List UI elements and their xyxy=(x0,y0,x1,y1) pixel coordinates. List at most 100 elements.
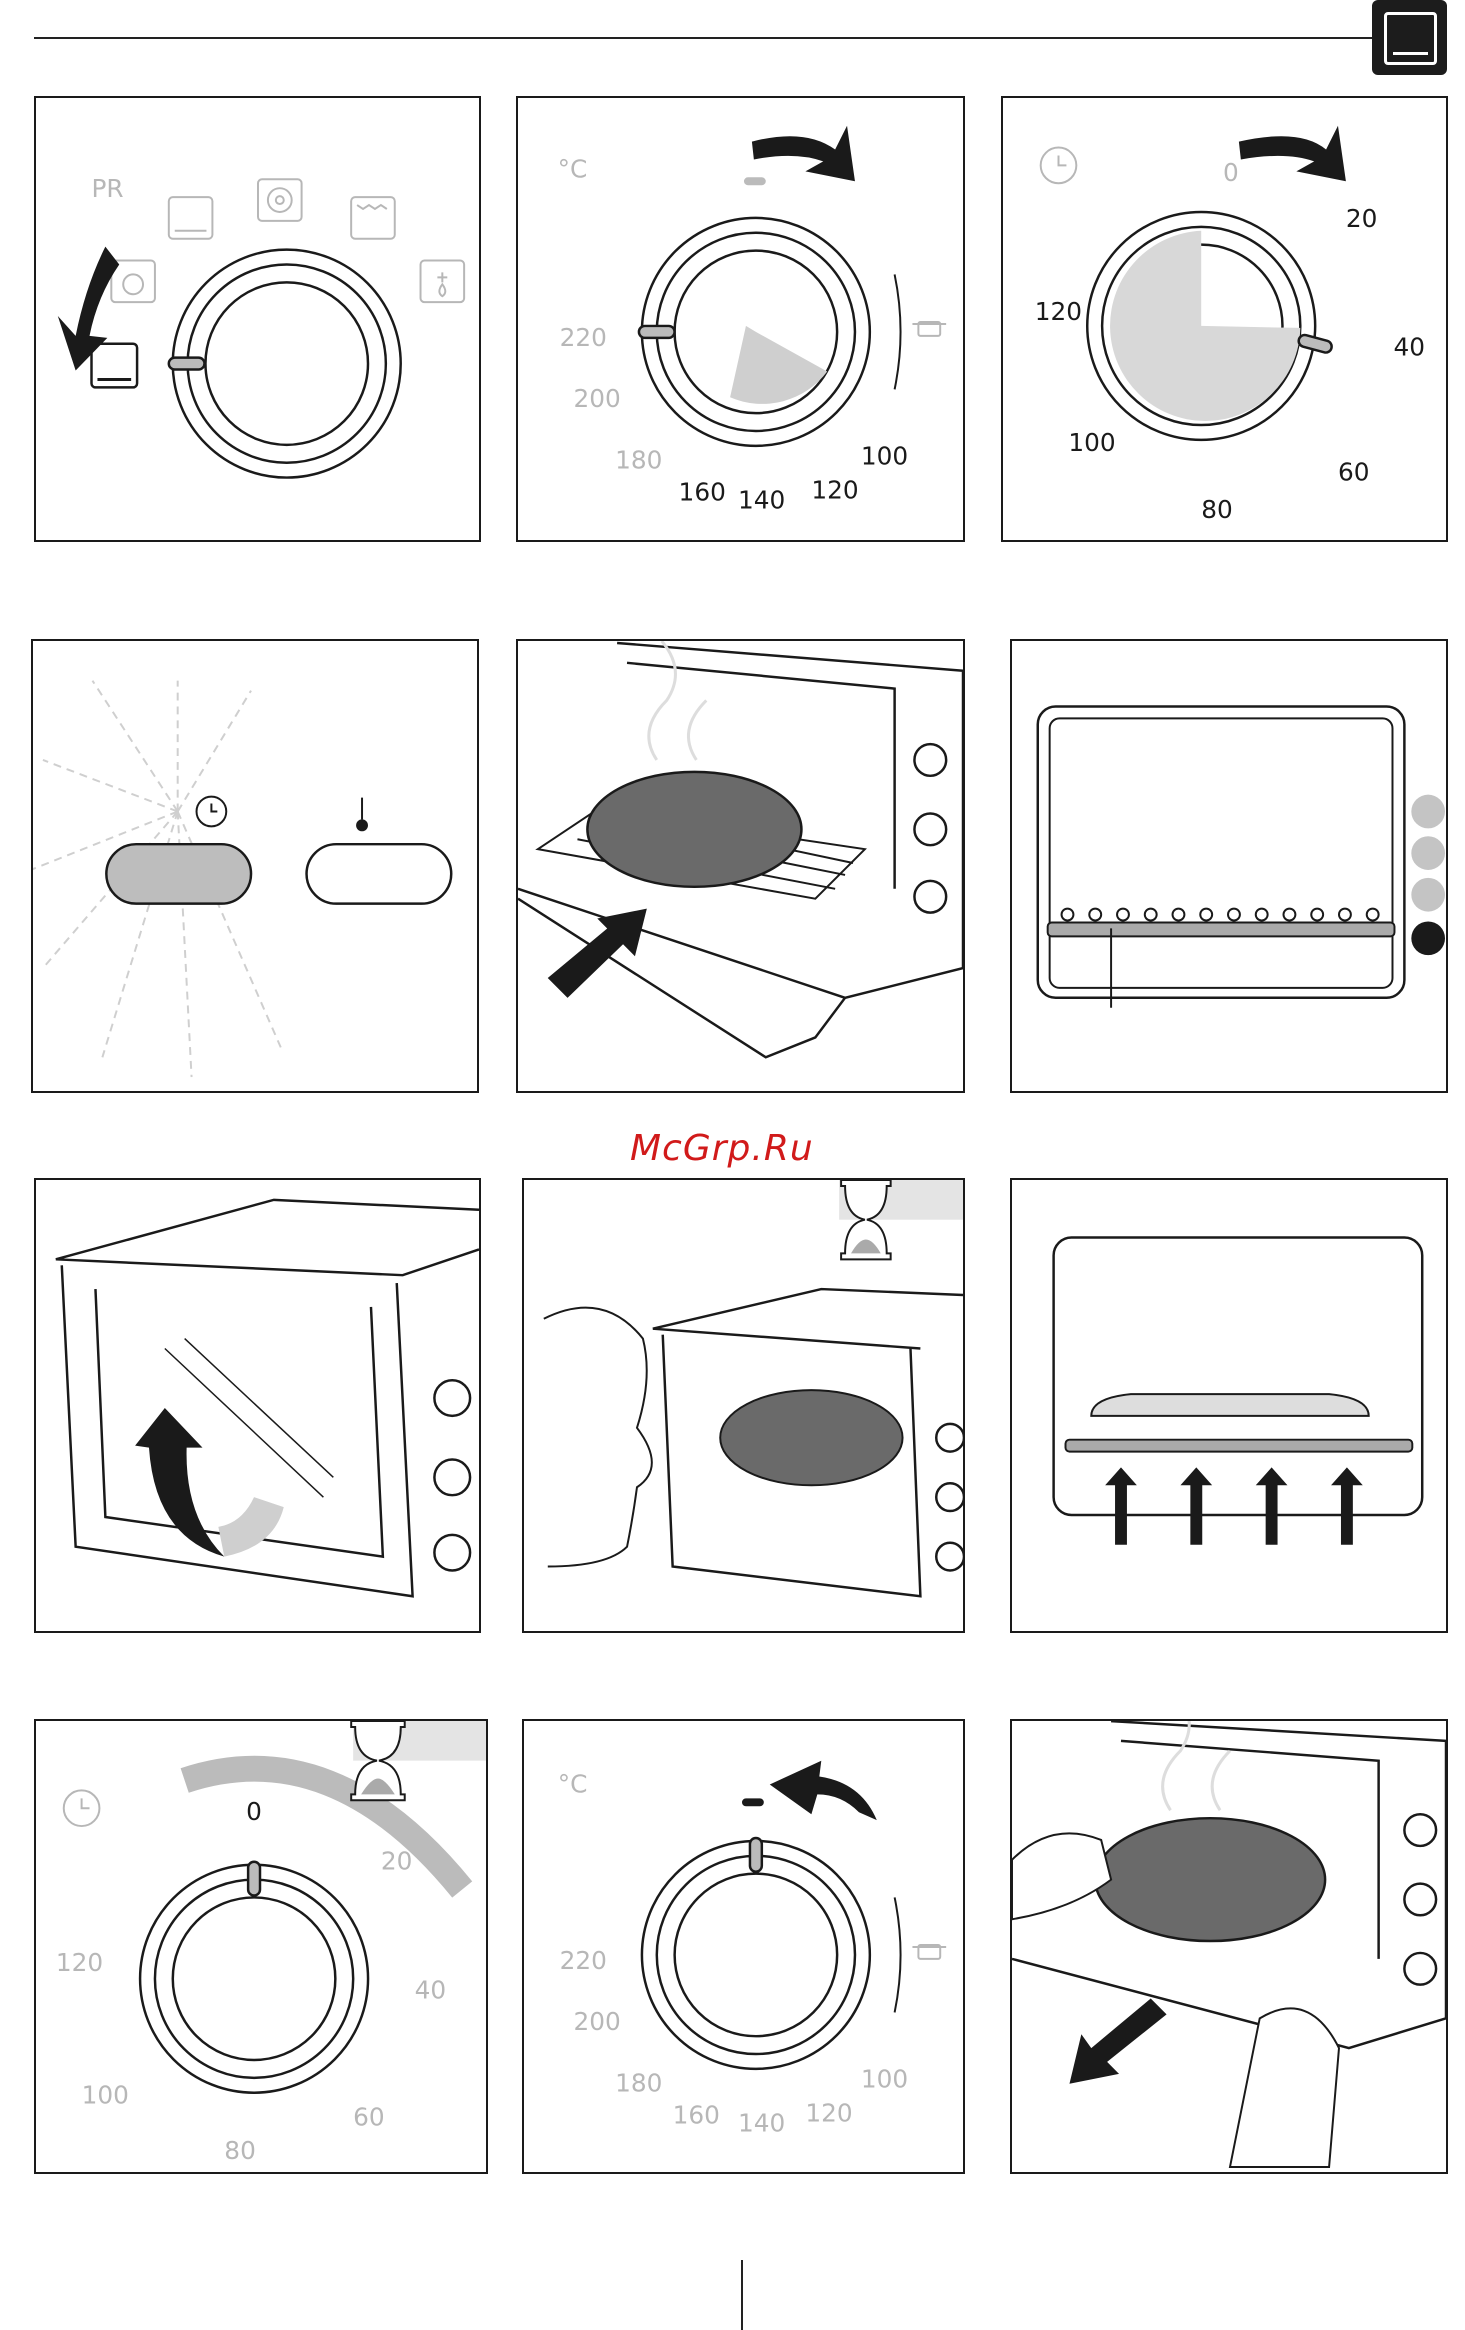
header-rule xyxy=(34,37,1379,39)
scale-label: 220 xyxy=(560,323,607,352)
panel-bottom-heating xyxy=(1010,1178,1448,1633)
oven-section-icon xyxy=(1372,0,1447,75)
pizza xyxy=(720,1390,902,1485)
pizza xyxy=(1095,1818,1325,1941)
scale-label: 160 xyxy=(679,477,726,506)
rack-level-4 xyxy=(1411,921,1445,955)
watermark-text: McGrp.Ru xyxy=(630,1128,814,1169)
scale-label: 120 xyxy=(811,475,858,504)
panel-temperature-knob: °C 220 200 180 160 140 120 100 xyxy=(516,96,965,542)
clock-icon xyxy=(1041,148,1077,184)
page-divider xyxy=(741,2260,743,2330)
rotate-arrow-icon xyxy=(1239,126,1346,181)
scale-label: 80 xyxy=(224,2136,256,2165)
pizza-side xyxy=(1091,1394,1368,1416)
panel-function-selector: PR xyxy=(34,96,481,542)
fan-grill-icon xyxy=(111,261,155,303)
defrost-icon xyxy=(421,261,465,303)
scale-label: 40 xyxy=(415,1976,447,2005)
pot-icon xyxy=(912,322,946,336)
oven-cavity xyxy=(1054,1238,1423,1515)
knob-marker xyxy=(744,177,766,185)
scale-label: 0 xyxy=(1223,158,1239,187)
hourglass-icon xyxy=(839,1180,963,1259)
timer-knob[interactable] xyxy=(140,1862,368,2093)
rotate-back-arrow-icon xyxy=(770,1761,877,1820)
temperature-knob[interactable] xyxy=(639,218,870,446)
temperature-button[interactable] xyxy=(307,844,452,903)
fan-icon xyxy=(258,179,302,221)
scale-label: 200 xyxy=(574,384,621,413)
pot-icon xyxy=(912,1945,946,1959)
scale-label: 200 xyxy=(574,2007,621,2036)
panel-rack-position xyxy=(1010,639,1448,1093)
scale-label: 60 xyxy=(353,2102,385,2131)
scale-label: 140 xyxy=(738,485,785,514)
thermometer-icon xyxy=(357,798,367,831)
scale-label: 140 xyxy=(738,2108,785,2137)
pot-bracket xyxy=(895,1897,901,2012)
scale-label: 100 xyxy=(861,442,908,471)
scale-label: 20 xyxy=(381,1847,413,1876)
panel-timer-end: 0 20 40 60 80 100 120 xyxy=(34,1719,488,2174)
panel-timer-buttons xyxy=(31,639,479,1093)
rotate-arrow-icon xyxy=(58,247,119,371)
bottom-heat-icon xyxy=(92,344,138,388)
scale-label: 80 xyxy=(1201,495,1233,524)
rack-level-1 xyxy=(1411,795,1445,829)
temperature-unit: °C xyxy=(558,1769,588,1798)
steam xyxy=(649,641,706,760)
scale-label: 220 xyxy=(560,1946,607,1975)
panel-remove-pizza xyxy=(1010,1719,1448,2174)
scale-label: 100 xyxy=(861,2065,908,2094)
panel-temperature-off: °C 220 200 180 160 140 120 100 xyxy=(522,1719,965,2174)
rotation-trail xyxy=(185,1769,463,1890)
clock-icon xyxy=(64,1790,100,1826)
heat-arrows xyxy=(1105,1467,1363,1544)
hourglass-icon xyxy=(351,1721,486,1800)
scale-label: 0 xyxy=(246,1797,262,1826)
timer-knob[interactable] xyxy=(1087,212,1333,440)
panel-preheat-wait xyxy=(522,1178,965,1633)
scale-label: 120 xyxy=(56,1948,103,1977)
panel-insert-pizza xyxy=(516,639,965,1093)
scale-label: 100 xyxy=(1068,428,1115,457)
function-knob[interactable] xyxy=(169,250,401,478)
scale-label: 40 xyxy=(1393,333,1425,362)
temperature-knob[interactable] xyxy=(642,1838,870,2069)
timer-button[interactable] xyxy=(106,844,251,903)
scale-label: 60 xyxy=(1338,458,1370,487)
panel-close-door xyxy=(34,1178,481,1633)
temperature-unit: °C xyxy=(558,154,588,183)
scale-label: 20 xyxy=(1346,204,1378,233)
pizza xyxy=(587,772,801,887)
scale-label: 120 xyxy=(1035,297,1082,326)
oven-cavity-inner xyxy=(1050,718,1393,988)
oven-body xyxy=(56,1200,479,1596)
knob-marker xyxy=(742,1798,764,1806)
glass-reflection xyxy=(165,1339,333,1498)
steam xyxy=(1163,1721,1230,1810)
pr-mode-label: PR xyxy=(92,174,124,203)
insert-arrow-icon xyxy=(548,909,647,998)
oven-cavity xyxy=(1038,706,1405,997)
rack xyxy=(1066,1440,1413,1452)
pot-bracket xyxy=(895,274,901,389)
rack-level-2 xyxy=(1411,836,1445,870)
scale-label: 120 xyxy=(805,2098,852,2127)
close-arrow-icon xyxy=(135,1408,224,1557)
grill-icon xyxy=(351,197,395,239)
rotate-arrow-icon xyxy=(752,126,855,181)
rack-level-3 xyxy=(1411,878,1445,912)
scale-label: 100 xyxy=(82,2081,129,2110)
scale-label: 180 xyxy=(615,2069,662,2098)
woman-profile xyxy=(544,1308,652,1567)
clock-icon xyxy=(197,797,227,827)
rack xyxy=(1048,922,1395,936)
scale-label: 180 xyxy=(615,446,662,475)
panel-timer-knob: 0 20 40 60 80 100 120 xyxy=(1001,96,1448,542)
bake-icon xyxy=(169,197,213,239)
rack-balls xyxy=(1062,909,1379,921)
scale-label: 160 xyxy=(673,2100,720,2129)
remove-arrow-icon xyxy=(1069,1999,1166,2084)
